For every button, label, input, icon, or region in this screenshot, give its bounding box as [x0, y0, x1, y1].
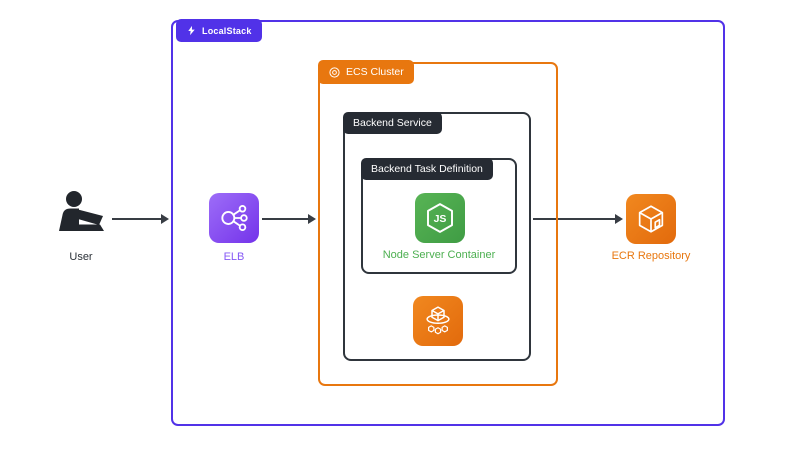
elb-icon: [209, 193, 259, 243]
arrow-backend-to-ecr: [533, 214, 623, 224]
nodejs-js-text: JS: [434, 213, 447, 225]
localstack-logo-icon: [188, 25, 195, 36]
localstack-box: [171, 20, 725, 426]
nodejs-hexagon-icon: JS: [427, 203, 453, 233]
elb-label: ELB: [223, 251, 245, 263]
ecr-cube-icon: [638, 205, 664, 233]
backend-task-definition-badge-label: Backend Task Definition: [371, 163, 483, 175]
arrow-user-to-localstack: [112, 214, 169, 224]
localstack-badge: LocalStack: [176, 19, 262, 42]
person-at-laptop-icon: [59, 191, 104, 231]
backend-task-definition-badge: Backend Task Definition: [361, 158, 493, 180]
localstack-badge-label: LocalStack: [202, 25, 252, 36]
ecs-cluster-badge-label: ECS Cluster: [346, 66, 404, 78]
ecr-repository-label: ECR Repository: [611, 250, 691, 262]
backend-service-badge-label: Backend Service: [353, 117, 432, 129]
load-balancer-icon: [221, 205, 248, 231]
node-server-container-label: Node Server Container: [382, 249, 496, 261]
user-label: User: [69, 251, 93, 263]
backend-service-badge: Backend Service: [343, 112, 442, 134]
ecs-cluster-badge: ECS Cluster: [318, 60, 414, 84]
ecs-service-icon: [413, 296, 463, 346]
ecr-icon: [626, 194, 676, 244]
ecs-cluster-icon: [329, 66, 340, 78]
arrow-elb-to-ecs-cluster: [262, 214, 316, 224]
ecs-service-cubes-icon: [426, 306, 450, 335]
ecs-cluster-box: [318, 62, 558, 386]
nodejs-icon: JS: [415, 193, 465, 243]
